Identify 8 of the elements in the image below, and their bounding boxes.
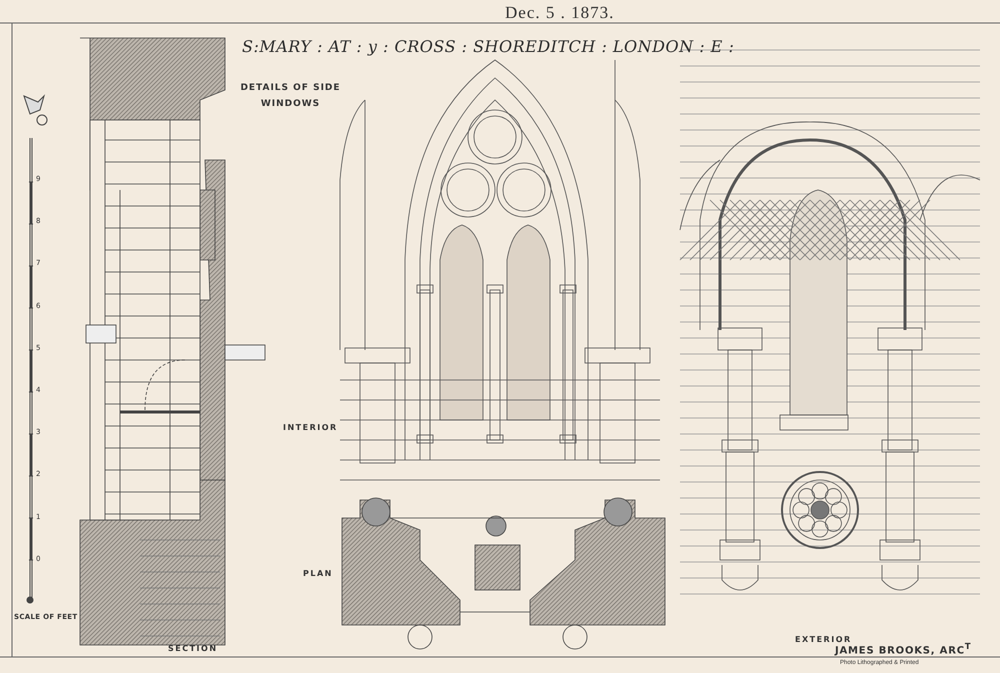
view-caption: PLAN — [303, 570, 333, 579]
view-caption: INTERIOR — [283, 424, 338, 433]
view-caption: EXTERIOR — [795, 636, 852, 645]
publication-date: Dec. 5 . 1873. — [505, 4, 614, 23]
view-caption: SECTION — [168, 645, 218, 654]
architect-name: JAMES BROOKS, ARC$^{T}$ — [835, 642, 972, 656]
drawing-title: S:MARY : AT : y : CROSS : SHOREDITCH : LONDON : E : — [242, 38, 734, 56]
section-heading: DETAILS OF SIDE WINDOWS — [239, 82, 342, 112]
